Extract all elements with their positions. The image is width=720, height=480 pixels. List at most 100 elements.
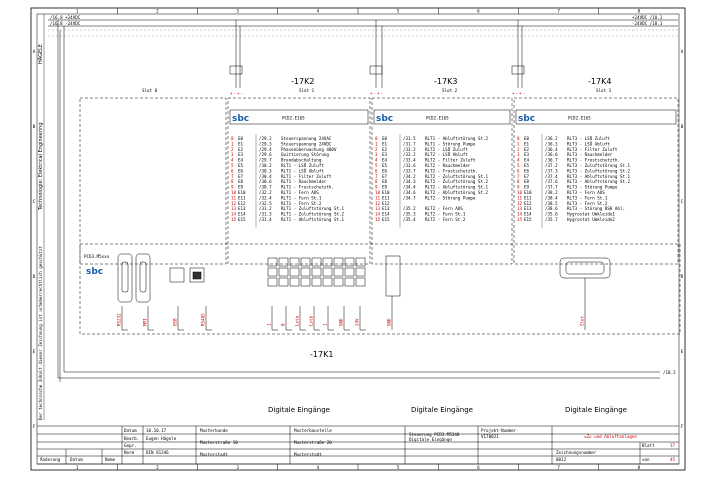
- cpu-pin-label: 1: [267, 323, 272, 326]
- slot-0-box: [79, 97, 227, 265]
- channel-address: E9: [524, 185, 530, 190]
- row-label-left: F: [33, 424, 36, 429]
- channel-address: E14: [238, 212, 246, 217]
- channel-index: 2: [375, 147, 378, 152]
- gnd-pin-label: GND: [387, 318, 392, 326]
- channel-signal: RLT1 - Abluftstörung St.1: [281, 217, 345, 222]
- channel-index: 11: [375, 195, 381, 200]
- channel-ref: /33.2: [403, 152, 416, 157]
- channel-ref: /33.2: [403, 147, 416, 152]
- tb-site-1: Musterbaustelle: [294, 428, 332, 433]
- channel-index: 7: [231, 174, 234, 179]
- module-power-terminal: +: [512, 91, 515, 96]
- tb-datum2: Datum: [70, 457, 83, 462]
- module-power-terminal: -: [516, 91, 519, 96]
- module-logo: sbc: [376, 114, 393, 124]
- module-slot-box: [513, 97, 679, 265]
- channel-address: E9: [382, 185, 388, 190]
- channel-address: E3: [524, 152, 530, 157]
- module-branch-wires: [229, 20, 525, 88]
- column-label-bottom: 4: [317, 465, 320, 470]
- channel-address: E6: [524, 168, 530, 173]
- tb-projekt: V170821: [481, 434, 499, 439]
- channel-address: E4: [238, 158, 244, 163]
- channel-signal: RLT3 - Zuluftstörung St.1: [567, 163, 631, 168]
- module-header: [373, 109, 511, 125]
- cpu-pin-label: MPI: [143, 318, 148, 326]
- channel-ref: /38.6: [545, 206, 558, 211]
- tb-zeichnung-label: Zeichnungsnummer: [556, 450, 597, 455]
- cpu-pin-label: RS232: [117, 313, 122, 326]
- channel-signal: RLT3 - Filter Zuluft: [567, 147, 618, 152]
- column-label-bottom: 7: [557, 465, 560, 470]
- terminal-cell: [344, 267, 355, 277]
- channel-signal: RLT1 - Frostschutzth.: [281, 185, 334, 190]
- row-label-left: E: [33, 349, 36, 354]
- channel-index: 11: [231, 195, 237, 200]
- channel-ref: /29.6: [259, 152, 272, 157]
- module-caption: Digitale Eingänge: [268, 406, 330, 414]
- terminal-cell: [322, 277, 333, 287]
- channel-index: 10: [517, 190, 523, 195]
- channel-signal: RLT2 - Filter Zuluft: [425, 158, 476, 163]
- channel-signal: RLT3 - LSÜ Abluft: [567, 141, 610, 146]
- terminal-cell: [300, 277, 311, 287]
- module-type: PCD2.E165: [568, 116, 591, 121]
- branch-junction: [369, 65, 383, 75]
- cpu-logo: sbc: [86, 267, 103, 277]
- channel-ref: /37.7: [545, 185, 558, 190]
- channel-index: 9: [517, 185, 520, 190]
- module-slot-label: Slot 1: [299, 88, 315, 93]
- channel-address: E0: [382, 136, 388, 141]
- module-header: [515, 109, 677, 125]
- channel-ref: /38.4: [545, 195, 558, 200]
- channel-signal: RLT2 - Fern St.2: [425, 217, 466, 222]
- channel-ref: /29.7: [259, 158, 272, 163]
- channel-index: 0: [375, 136, 378, 141]
- module-power-terminal: +: [519, 91, 522, 96]
- sheet-frame: [30, 7, 686, 471]
- cpu-plug-box: [385, 255, 401, 297]
- channel-signal: RLT1 - Fern AUS: [281, 190, 319, 195]
- cpu-serial-ports: [117, 253, 205, 303]
- channel-ref: /34.2: [403, 174, 416, 179]
- channel-signal: RLT1 - Störung Pumpe: [425, 141, 476, 146]
- sheet-inner-frame: [36, 13, 680, 465]
- column-label-top: 6: [477, 9, 480, 14]
- channel-address: E11: [524, 195, 532, 200]
- column-label-top: 7: [557, 9, 560, 14]
- channel-ref: /35.4: [403, 217, 416, 222]
- terminal-cell: [333, 267, 344, 277]
- module-power-terminal: -: [234, 91, 237, 96]
- column-label-bottom: 5: [397, 465, 400, 470]
- module-logo: sbc: [232, 114, 249, 124]
- channel-address: E13: [524, 206, 532, 211]
- terminal-cell: [355, 277, 366, 287]
- channel-address: E14: [382, 212, 390, 217]
- module-type: PCD2.E165: [426, 116, 449, 121]
- terminal-cell: [278, 257, 289, 267]
- module-type: PCD2.E165: [282, 116, 305, 121]
- channel-signal: RLT2 - Abluftstörung St.1: [425, 185, 489, 190]
- cpu-pin-label: GND: [339, 318, 344, 326]
- cpu-pin-label: Lsta: [295, 315, 300, 326]
- channel-index: 4: [375, 158, 378, 163]
- channel-address: E5: [238, 163, 244, 168]
- channel-signal: RLT1 - Zuluftstörung St.2: [281, 212, 345, 217]
- module-slot-box: [371, 97, 513, 265]
- tb-desc-2: Digitale Eingänge: [409, 437, 452, 442]
- terminal-cell: [311, 267, 322, 277]
- channel-signal: RLT1 - Abluftstörung St.2: [425, 136, 489, 141]
- channel-ref: /29.4: [259, 147, 272, 152]
- cpu-type-label: PCD3.M5xxx: [84, 254, 110, 259]
- channel-ref: /36.3: [545, 141, 558, 146]
- channel-signal: RLT2 - Störung Pumpe: [425, 195, 476, 200]
- terminal-cell: [289, 277, 300, 287]
- channel-index: 1: [375, 141, 378, 146]
- module-header: [229, 109, 369, 125]
- channel-ref: /33.6: [403, 163, 416, 168]
- tb-site-3: Musterstadt: [294, 452, 322, 457]
- terminal-cell: [289, 267, 300, 277]
